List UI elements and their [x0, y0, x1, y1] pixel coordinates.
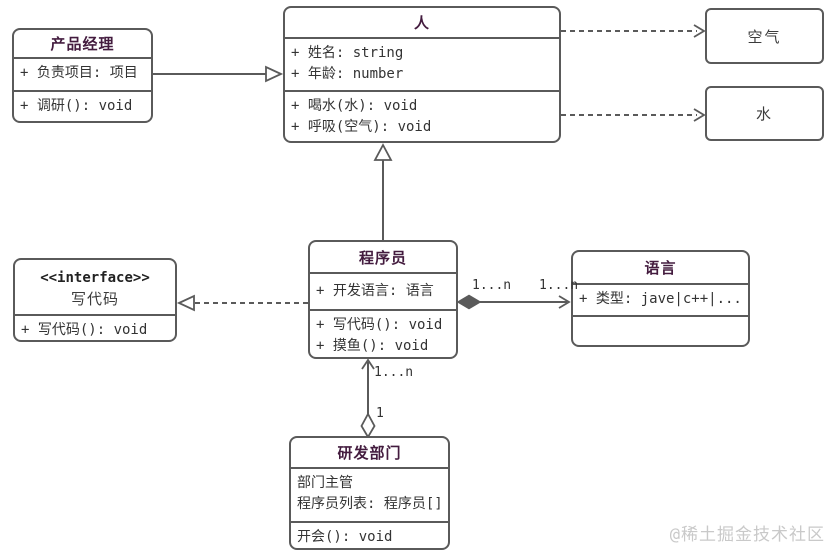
- class-title: 产品经理: [50, 35, 115, 53]
- class-product-manager: 产品经理 + 负责项目: 项目 + 调研(): void: [12, 28, 153, 123]
- method: + 喝水(水): void: [291, 98, 418, 114]
- attribute: + 开发语言: 语言: [316, 283, 434, 299]
- dependency-person-water: [561, 108, 706, 122]
- method: + 写代码(): void: [21, 322, 148, 338]
- methods-section: + 写代码(): void: [15, 314, 175, 340]
- method: + 摸鱼(): void: [316, 338, 429, 354]
- interface-title-block: <<interface>> 写代码: [15, 260, 175, 314]
- class-language: 语言 + 类型: jave|c++|...: [571, 250, 750, 347]
- node-air: 空气: [705, 8, 824, 64]
- inheritance-product-manager-person: [152, 65, 284, 83]
- multiplicity-label: 1...n: [539, 278, 579, 293]
- node-water: 水: [705, 86, 824, 141]
- methods-section: + 写代码(): void + 摸鱼(): void: [310, 309, 456, 357]
- multiplicity-label: 1...n: [472, 278, 512, 293]
- attributes-section: + 负责项目: 项目: [14, 57, 151, 90]
- multiplicity-label: 1...n: [374, 365, 414, 380]
- class-title: 程序员: [358, 248, 407, 267]
- node-label: 空气: [747, 27, 782, 46]
- class-title: 语言: [644, 259, 677, 277]
- method: + 呼吸(空气): void: [291, 119, 432, 135]
- class-title: 人: [413, 14, 430, 32]
- node-label: 水: [755, 105, 773, 123]
- method: 开会(): void: [297, 529, 393, 545]
- attribute: 部门主管: [297, 475, 353, 491]
- multiplicity-label: 1: [376, 406, 384, 421]
- inheritance-programmer-person: [373, 143, 393, 240]
- dependency-person-air: [561, 24, 706, 38]
- method: + 调研(): void: [20, 98, 133, 114]
- attribute: + 姓名: string: [291, 45, 404, 61]
- attributes-section: + 类型: jave|c++|...: [573, 283, 748, 315]
- attribute: + 年龄: number: [291, 66, 404, 82]
- methods-section: 开会(): void: [291, 521, 448, 548]
- methods-section: + 喝水(水): void + 呼吸(空气): void: [285, 90, 559, 141]
- attribute: + 类型: jave|c++|...: [579, 291, 742, 307]
- composition-programmer-language: [456, 294, 571, 310]
- attributes-section: + 开发语言: 语言: [310, 272, 456, 309]
- interface-write-code: <<interface>> 写代码 + 写代码(): void: [13, 258, 177, 342]
- class-programmer: 程序员 + 开发语言: 语言 + 写代码(): void + 摸鱼(): voi…: [308, 240, 458, 359]
- aggregation-department-programmer: [360, 358, 376, 439]
- realization-programmer-writecode: [176, 294, 308, 312]
- attribute: + 负责项目: 项目: [20, 65, 138, 81]
- interface-stereotype: <<interface>>: [40, 270, 150, 286]
- juejin-watermark: @稀土掘金技术社区: [669, 525, 825, 545]
- attribute: 程序员列表: 程序员[]: [297, 496, 443, 512]
- class-rd-department: 研发部门 部门主管 程序员列表: 程序员[] 开会(): void: [289, 436, 450, 550]
- attributes-section: + 姓名: string + 年龄: number: [285, 37, 559, 90]
- class-title: 研发部门: [337, 444, 402, 462]
- interface-name: 写代码: [70, 290, 119, 308]
- method: + 写代码(): void: [316, 317, 443, 333]
- methods-section-empty: [573, 315, 748, 345]
- attributes-section: 部门主管 程序员列表: 程序员[]: [291, 467, 448, 521]
- methods-section: + 调研(): void: [14, 90, 151, 121]
- class-person: 人 + 姓名: string + 年龄: number + 喝水(水): voi…: [283, 6, 561, 143]
